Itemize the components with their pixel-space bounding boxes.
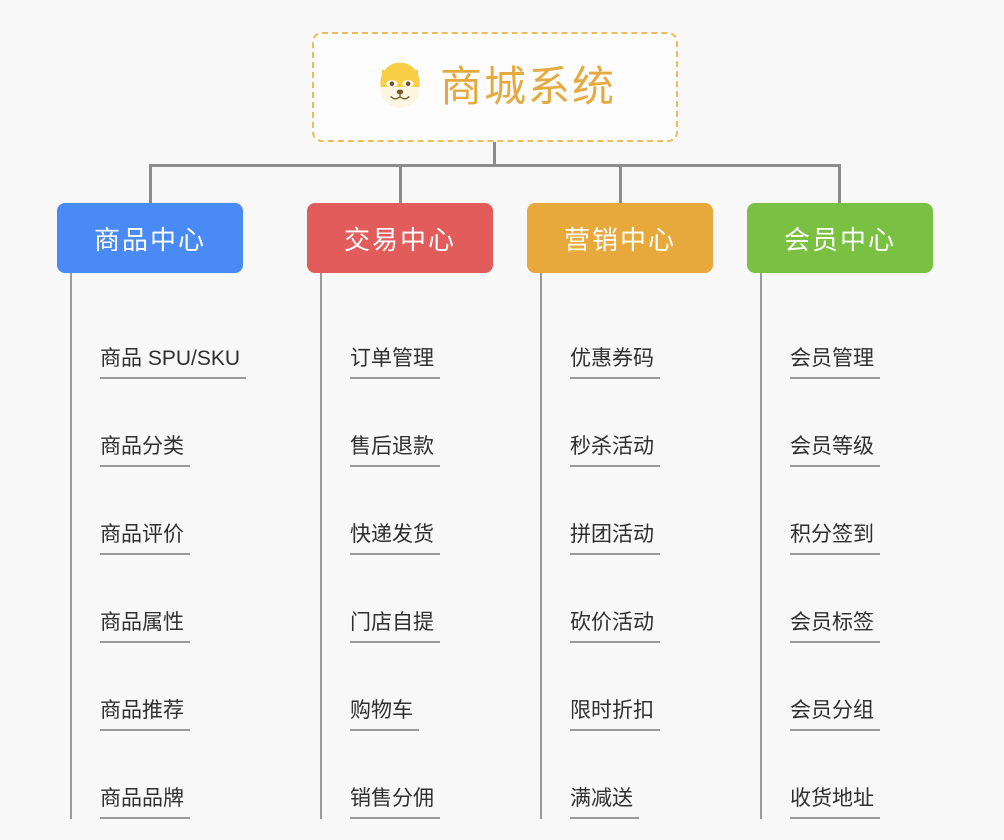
leaf-label: 会员等级: [790, 435, 880, 467]
list-item[interactable]: 商品 SPU/SKU: [72, 291, 247, 379]
list-item[interactable]: 商品品牌: [72, 731, 243, 819]
connector-drop-product-center: [149, 164, 152, 204]
connector-horizontal-bus: [150, 164, 840, 167]
list-item[interactable]: 优惠券码: [542, 291, 713, 379]
list-item[interactable]: 商品推荐: [72, 643, 243, 731]
leaf-label: 商品 SPU/SKU: [100, 347, 247, 379]
leaf-label: 收货地址: [790, 787, 880, 819]
list-item[interactable]: 会员管理: [762, 291, 933, 379]
leaf-label: 购物车: [350, 699, 419, 731]
leaf-label: 优惠券码: [570, 347, 660, 379]
leaf-label: 快递发货: [350, 523, 440, 555]
branch-marketing-center: 营销中心 优惠券码 秒杀活动 拼团活动 砍价活动 限时折扣 满减送: [527, 203, 713, 819]
leaf-label: 订单管理: [350, 347, 440, 379]
leaf-label: 商品分类: [100, 435, 190, 467]
leaf-label: 会员管理: [790, 347, 880, 379]
leaf-label: 秒杀活动: [570, 435, 660, 467]
branch-product-center: 商品中心 商品 SPU/SKU 商品分类 商品评价 商品属性 商品推荐 商品品牌: [57, 203, 247, 819]
branch-header-member-center[interactable]: 会员中心: [747, 203, 933, 273]
list-item[interactable]: 砍价活动: [542, 555, 713, 643]
list-item[interactable]: 限时折扣: [542, 643, 713, 731]
leaf-label: 砍价活动: [570, 611, 660, 643]
list-item[interactable]: 销售分佣: [322, 731, 493, 819]
leaf-list-marketing-center: 优惠券码 秒杀活动 拼团活动 砍价活动 限时折扣 满减送: [540, 273, 713, 819]
leaf-label: 积分签到: [790, 523, 880, 555]
leaf-label: 会员分组: [790, 699, 880, 731]
root-node[interactable]: 商城系统: [312, 32, 678, 142]
leaf-label: 商品品牌: [100, 787, 190, 819]
leaf-label: 商品评价: [100, 523, 190, 555]
connector-drop-marketing-center: [619, 164, 622, 204]
branch-header-marketing-center[interactable]: 营销中心: [527, 203, 713, 273]
branch-member-center: 会员中心 会员管理 会员等级 积分签到 会员标签 会员分组 收货地址: [747, 203, 933, 819]
list-item[interactable]: 商品评价: [72, 467, 243, 555]
leaf-label: 商品属性: [100, 611, 190, 643]
list-item[interactable]: 商品分类: [72, 379, 243, 467]
leaf-label: 限时折扣: [570, 699, 660, 731]
leaf-label: 拼团活动: [570, 523, 660, 555]
leaf-label: 销售分佣: [350, 787, 440, 819]
list-item[interactable]: 订单管理: [322, 291, 493, 379]
list-item[interactable]: 会员标签: [762, 555, 933, 643]
connector-drop-trade-center: [399, 164, 402, 204]
list-item[interactable]: 积分签到: [762, 467, 933, 555]
shiba-dog-face-icon: [374, 61, 426, 113]
leaf-label: 售后退款: [350, 435, 440, 467]
branch-trade-center: 交易中心 订单管理 售后退款 快递发货 门店自提 购物车 销售分佣: [307, 203, 493, 819]
list-item[interactable]: 商品属性: [72, 555, 243, 643]
leaf-label: 会员标签: [790, 611, 880, 643]
list-item[interactable]: 售后退款: [322, 379, 493, 467]
leaf-label: 商品推荐: [100, 699, 190, 731]
list-item[interactable]: 会员分组: [762, 643, 933, 731]
list-item[interactable]: 拼团活动: [542, 467, 713, 555]
branch-header-trade-center[interactable]: 交易中心: [307, 203, 493, 273]
list-item[interactable]: 快递发货: [322, 467, 493, 555]
leaf-list-trade-center: 订单管理 售后退款 快递发货 门店自提 购物车 销售分佣: [320, 273, 493, 819]
leaf-list-member-center: 会员管理 会员等级 积分签到 会员标签 会员分组 收货地址: [760, 273, 933, 819]
connector-root-stem: [493, 142, 496, 166]
leaf-label: 门店自提: [350, 611, 440, 643]
branch-header-product-center[interactable]: 商品中心: [57, 203, 243, 273]
list-item[interactable]: 收货地址: [762, 731, 933, 819]
list-item[interactable]: 会员等级: [762, 379, 933, 467]
connector-drop-member-center: [838, 164, 841, 204]
leaf-list-product-center: 商品 SPU/SKU 商品分类 商品评价 商品属性 商品推荐 商品品牌: [70, 273, 247, 819]
root-title: 商城系统: [439, 63, 616, 110]
list-item[interactable]: 秒杀活动: [542, 379, 713, 467]
leaf-label: 满减送: [570, 787, 639, 819]
list-item[interactable]: 购物车: [322, 643, 493, 731]
list-item[interactable]: 门店自提: [322, 555, 493, 643]
list-item[interactable]: 满减送: [542, 731, 713, 819]
